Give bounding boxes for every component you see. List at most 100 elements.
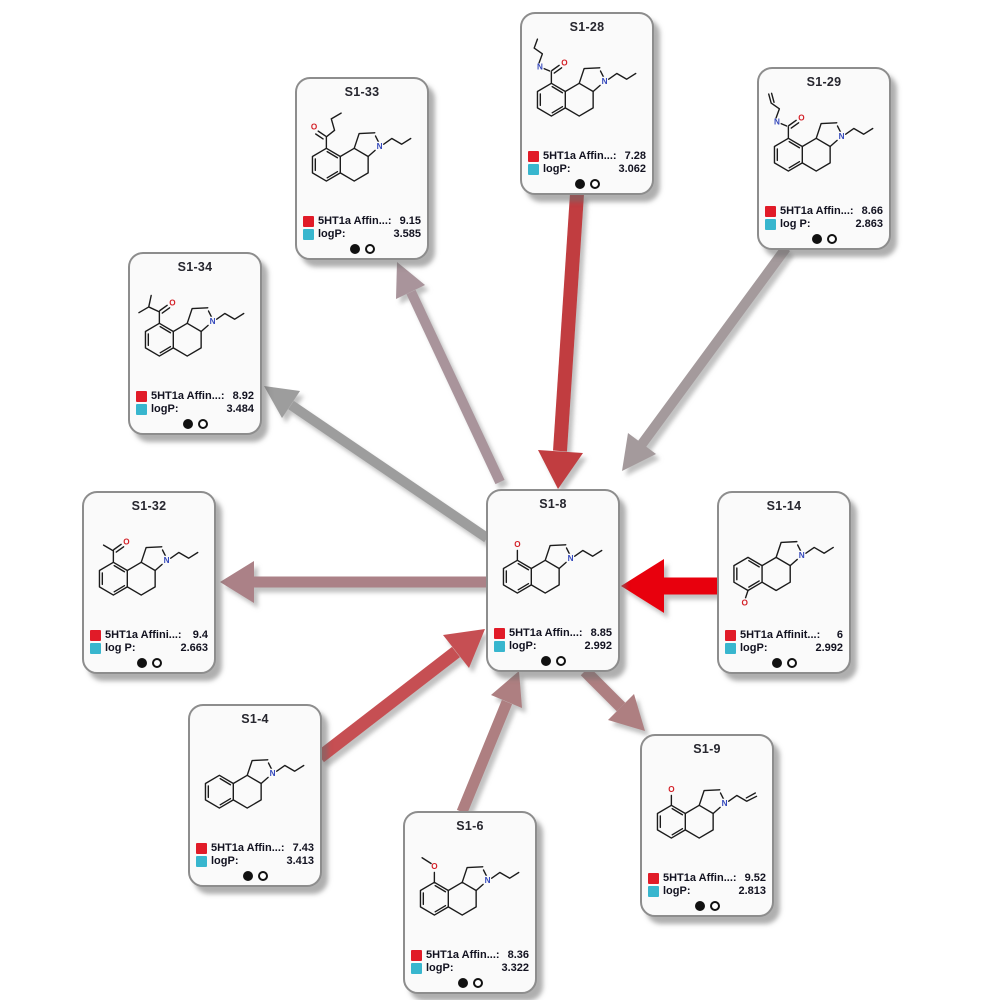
page-dots[interactable]: [811, 234, 837, 244]
edge-s1-8-to-s1-33: [396, 262, 505, 485]
molecule-card-s1-33[interactable]: S1-33 N O 5HT1a Affin...: 9.15 logP: 3.5…: [295, 77, 429, 260]
page-dot-inactive[interactable]: [709, 901, 720, 911]
molecule-structure: N O: [733, 540, 834, 609]
affinity-color-chip: [136, 390, 147, 402]
logp-value: 2.992: [584, 640, 612, 652]
node-title: S1-34: [177, 260, 213, 274]
page-dot-inactive[interactable]: [197, 419, 208, 429]
page-dots[interactable]: [540, 656, 566, 666]
molecule-card-s1-14[interactable]: S1-14 N O 5HT1a Affinit...: 6 logP: 2.99…: [717, 491, 851, 674]
svg-text:N: N: [377, 142, 383, 151]
svg-text:N: N: [799, 551, 805, 560]
node-title: S1-9: [693, 742, 721, 756]
affinity-label: 5HT1a Affin...:: [780, 205, 854, 217]
svg-text:N: N: [485, 876, 491, 885]
page-dot-active[interactable]: [182, 419, 193, 429]
page-dot-inactive[interactable]: [786, 658, 797, 668]
logp-color-chip: [528, 163, 539, 175]
node-title: S1-33: [344, 85, 380, 99]
logp-row: logP: 3.322: [411, 962, 529, 974]
logp-label: logP:: [211, 855, 239, 867]
affinity-row: 5HT1a Affin...: 8.66: [765, 205, 883, 217]
molecule-card-s1-32[interactable]: S1-32 N O 5HT1a Affini...: 9.4 log P: 2.…: [82, 491, 216, 674]
affinity-value: 6: [836, 629, 843, 641]
logp-value: 3.062: [618, 163, 646, 175]
page-dot-active[interactable]: [136, 658, 147, 668]
molecule-structure: N O: [138, 294, 245, 357]
page-dot-inactive[interactable]: [472, 978, 483, 988]
page-dots[interactable]: [242, 871, 268, 881]
logp-label: logP:: [543, 163, 571, 175]
svg-text:N: N: [164, 556, 170, 565]
page-dot-active[interactable]: [771, 658, 782, 668]
affinity-color-chip: [765, 205, 776, 217]
affinity-row: 5HT1a Affin...: 8.85: [494, 627, 612, 639]
affinity-value: 9.4: [192, 629, 208, 641]
logp-value: 2.663: [180, 642, 208, 654]
affinity-row: 5HT1a Affinit...: 6: [725, 629, 843, 641]
affinity-color-chip: [90, 629, 101, 641]
page-dot-inactive[interactable]: [151, 658, 162, 668]
logp-row: logP: 3.484: [136, 403, 254, 415]
logp-label: logP:: [151, 403, 179, 415]
molecule-card-s1-9[interactable]: S1-9 N O 5HT1a Affin...: 9.52 logP: 2.81…: [640, 734, 774, 917]
affinity-value: 8.36: [507, 949, 529, 961]
logp-value: 3.484: [226, 403, 254, 415]
page-dot-active[interactable]: [349, 244, 360, 254]
affinity-color-chip: [648, 872, 659, 884]
page-dots[interactable]: [694, 901, 720, 911]
page-dot-inactive[interactable]: [826, 234, 837, 244]
logp-label: log P:: [780, 218, 811, 230]
svg-text:N: N: [270, 769, 276, 778]
affinity-row: 5HT1a Affin...: 7.43: [196, 842, 314, 854]
affinity-value: 9.52: [744, 872, 766, 884]
molecule-card-s1-29[interactable]: S1-29 N O N 5HT1a Affin...: 8.66 log P: …: [757, 67, 891, 250]
logp-label: log P:: [105, 642, 136, 654]
logp-row: logP: 3.062: [528, 163, 646, 175]
affinity-label: 5HT1a Affin...:: [509, 627, 583, 639]
page-dot-inactive[interactable]: [364, 244, 375, 254]
logp-value: 2.813: [738, 885, 766, 897]
molecule-card-s1-8[interactable]: S1-8 N O 5HT1a Affin...: 8.85 logP: 2.99…: [486, 489, 620, 672]
page-dots[interactable]: [457, 978, 483, 988]
molecule-card-s1-6[interactable]: S1-6 N O 5HT1a Affin...: 8.36 logP: 3.32…: [403, 811, 537, 994]
node-title: S1-29: [806, 75, 842, 89]
svg-text:N: N: [839, 132, 845, 141]
page-dot-active[interactable]: [242, 871, 253, 881]
page-dot-active[interactable]: [574, 179, 585, 189]
page-dots[interactable]: [182, 419, 208, 429]
affinity-label: 5HT1a Affin...:: [543, 150, 617, 162]
page-dots[interactable]: [771, 658, 797, 668]
molecule-card-s1-34[interactable]: S1-34 N O 5HT1a Affin...: 8.92 logP: 3.4…: [128, 252, 262, 435]
logp-color-chip: [136, 403, 147, 415]
page-dot-active[interactable]: [540, 656, 551, 666]
page-dot-inactive[interactable]: [257, 871, 268, 881]
page-dot-inactive[interactable]: [589, 179, 600, 189]
node-title: S1-14: [766, 499, 802, 513]
molecule-card-s1-28[interactable]: S1-28 N O N 5HT1a Affin...: 7.28 logP: 3…: [520, 12, 654, 195]
affinity-value: 8.66: [861, 205, 883, 217]
molecule-structure: N O: [310, 112, 412, 182]
molecule-card-s1-4[interactable]: S1-4 N 5HT1a Affin...: 7.43 logP: 3.413: [188, 704, 322, 887]
affinity-color-chip: [494, 627, 505, 639]
logp-row: logP: 2.992: [725, 642, 843, 654]
page-dot-active[interactable]: [457, 978, 468, 988]
page-dots[interactable]: [136, 658, 162, 668]
page-dot-inactive[interactable]: [555, 656, 566, 666]
svg-text:O: O: [169, 298, 176, 307]
page-dots[interactable]: [574, 179, 600, 189]
page-dot-active[interactable]: [694, 901, 705, 911]
page-dot-active[interactable]: [811, 234, 822, 244]
logp-row: logP: 2.992: [494, 640, 612, 652]
molecule-structure: N O: [419, 857, 520, 916]
svg-text:O: O: [798, 113, 805, 122]
svg-text:O: O: [741, 598, 748, 607]
svg-text:O: O: [561, 58, 568, 67]
logp-value: 3.585: [393, 228, 421, 240]
logp-color-chip: [494, 640, 505, 652]
edge-s1-14-to-s1-8: [621, 559, 717, 613]
edge-s1-8-to-s1-9: [580, 666, 645, 731]
affinity-color-chip: [528, 150, 539, 162]
page-dots[interactable]: [349, 244, 375, 254]
affinity-label: 5HT1a Affinit...:: [740, 629, 821, 641]
